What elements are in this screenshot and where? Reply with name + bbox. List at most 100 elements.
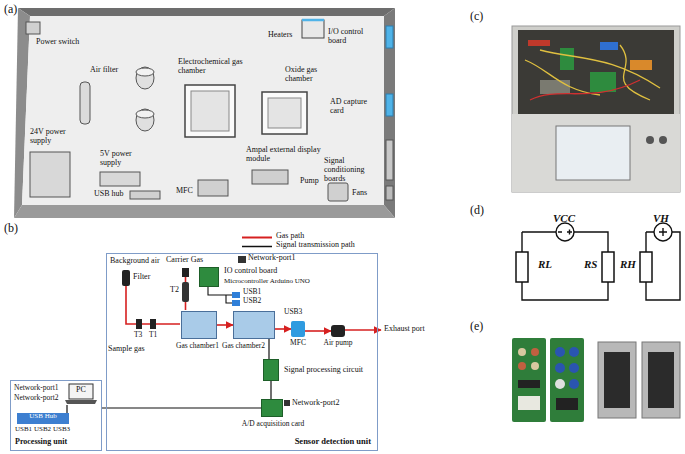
part-label: I/O control board: [328, 28, 374, 46]
component-label: Network-port2: [14, 394, 59, 402]
controller-board: IO control boardMicrocontroller Arduino …: [199, 267, 219, 287]
gas-path: [217, 324, 233, 326]
component-label: Exhaust port: [384, 325, 425, 334]
enclosure-component: [26, 20, 393, 201]
signal-path: [268, 339, 269, 359]
part-label: 24V power supply: [30, 128, 80, 146]
chamber-photo: [648, 352, 674, 408]
air-pump: Air pump: [331, 325, 345, 337]
part-label: Fans: [352, 189, 367, 198]
circuit-label: RS: [584, 258, 597, 270]
voltage-source: [556, 223, 672, 241]
part-label: MFC: [176, 187, 193, 196]
panel-letter: (b): [4, 222, 18, 235]
signal-wire: [208, 286, 232, 303]
enclosure-component: [191, 91, 229, 131]
instrument-photo: [630, 60, 652, 70]
signal-wire: [208, 286, 232, 295]
circuit-board: Signal processing circuit: [263, 359, 279, 381]
board-photo: [518, 348, 526, 356]
flow-controller: MFC: [291, 321, 305, 337]
panel-letter: (d): [470, 204, 484, 217]
board-photo: [556, 398, 578, 410]
board-photo: [512, 338, 584, 422]
board-photo: [550, 338, 584, 422]
board-photo: [518, 380, 540, 388]
part-label: Electrochemical gas chamber: [178, 58, 250, 76]
instrument-photo: [512, 26, 680, 192]
enclosure-component: [252, 170, 288, 184]
gas-path: [275, 328, 291, 330]
enclosure-component: [26, 22, 40, 34]
gas-component: [136, 319, 142, 329]
chamber-photo: [598, 342, 636, 418]
instrument-photo: [590, 72, 616, 92]
node-label: USB Hub: [29, 413, 56, 421]
component-label: Carrier Gas: [166, 256, 203, 265]
instrument-photo: [512, 26, 680, 192]
enclosure-3d: [18, 8, 395, 16]
instrument-photo: [659, 136, 667, 144]
circuit-wire: [522, 232, 608, 300]
component-label: Sample gas: [108, 345, 145, 354]
board-photo: [555, 347, 565, 357]
gas-line: [126, 286, 180, 324]
enclosure-component: [328, 183, 348, 201]
enclosure-component: [136, 67, 154, 89]
chamber-photo: [604, 352, 630, 408]
circuit-label: RH: [620, 258, 636, 270]
component-label: Network-port1: [248, 254, 296, 263]
enclosure-component: [136, 110, 154, 118]
circuit-label: VCC: [553, 212, 575, 224]
part-label: Pump: [300, 177, 319, 186]
enclosure-component: [30, 152, 70, 197]
gas-line: [185, 277, 187, 282]
gas-component: [122, 268, 189, 329]
node-label: A/D acquisition card: [242, 420, 304, 428]
enclosure-component: [136, 68, 154, 76]
signal-wire: [226, 295, 232, 303]
legend-sample: [242, 238, 272, 247]
resistor-symbol: [602, 252, 614, 282]
laptop-base: [65, 400, 97, 404]
node-label: Sensor detection unit: [295, 437, 371, 446]
port-icon: [238, 256, 246, 263]
panel-letter: (e): [470, 320, 483, 333]
part-label: Air filter: [90, 66, 118, 75]
signal-path: [66, 405, 67, 413]
part-label: 5V power supply: [100, 150, 144, 168]
node-label: PC: [76, 386, 86, 395]
instrument-photo: [530, 80, 640, 100]
enclosure-component: [302, 20, 324, 38]
signal-path: [270, 381, 271, 399]
enclosure-component: [130, 191, 160, 199]
instrument-photo: [512, 114, 680, 192]
enclosure-component: [198, 180, 228, 196]
instrument-photo: [646, 136, 654, 144]
circuit-wire: [522, 232, 680, 300]
enclosure-component: [136, 109, 154, 131]
part-label: AD capture card: [330, 98, 376, 116]
gas-line: [185, 302, 187, 310]
enclosure-component: [80, 82, 90, 124]
circuit-label: VH: [653, 212, 669, 224]
component-label: Background air: [110, 257, 160, 266]
component-label: USB2: [243, 297, 261, 305]
part-label: Ampal external display module: [246, 146, 324, 164]
board-photo: [518, 396, 540, 410]
instrument-photo: [518, 30, 674, 114]
component-label: Filter: [133, 273, 150, 282]
enclosure-3d: [22, 16, 384, 205]
legend-sample: [242, 246, 272, 248]
usb-hub: USB Hub: [17, 413, 69, 424]
enclosure-component: [100, 172, 140, 186]
enclosure-component: [386, 186, 393, 200]
enclosure-component: [386, 26, 393, 48]
part-label: USB hub: [94, 190, 124, 199]
resistor-symbol: [516, 252, 652, 282]
enclosure-3d: [384, 8, 395, 218]
board-photo: [555, 363, 565, 373]
circuit-label: RL: [538, 258, 552, 270]
signal-path: [102, 407, 261, 408]
